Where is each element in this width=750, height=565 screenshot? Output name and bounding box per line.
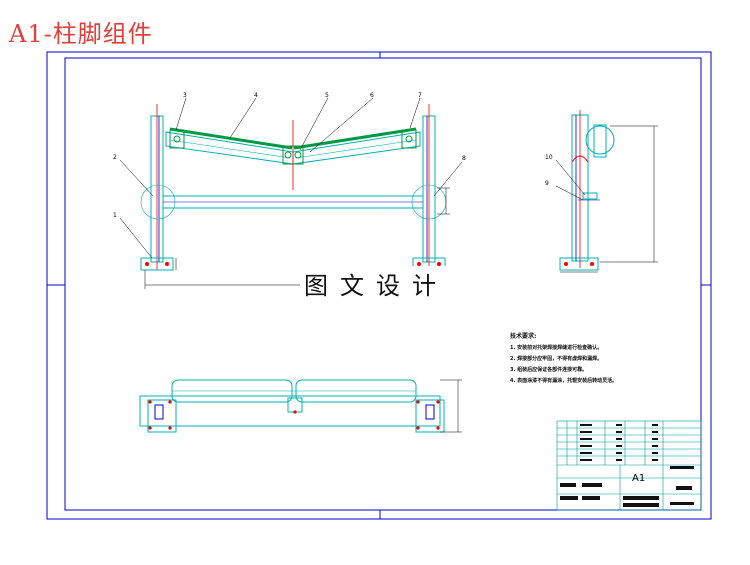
tech-req-heading: 技术要求:: [510, 333, 537, 340]
front-view: [119, 97, 463, 289]
tech-req-item: 2. 焊接部分应牢固，不得有虚焊和漏焊。: [510, 356, 603, 362]
callout-7: 7: [418, 92, 422, 99]
callout-1: 1: [113, 212, 117, 219]
drawing-code: A1: [632, 473, 646, 484]
technical-requirements: 技术要求: 1. 安装前对托架焊接焊缝进行检查确认。 2. 焊接部分应牢固，不得…: [510, 331, 690, 387]
callout-9: 9: [545, 180, 549, 187]
title-block-fills: [560, 424, 694, 507]
callout-8: 8: [462, 155, 466, 162]
callout-4: 4: [254, 92, 258, 99]
title-block: [556, 420, 702, 511]
inner-frame: [64, 57, 702, 511]
tech-req-item: 1. 安装前对托架焊接焊缝进行检查确认。: [510, 345, 603, 351]
callout-3: 3: [183, 92, 187, 99]
page-title: A1-柱脚组件: [9, 20, 153, 48]
callout-5: 5: [325, 92, 329, 99]
callout-6: 6: [370, 92, 374, 99]
side-view: [555, 110, 658, 273]
top-view: [139, 379, 462, 433]
callout-10: 10: [545, 154, 553, 161]
tech-req-item: 4. 表面涂漆不得有漏涂，托辊安装后转动灵活。: [510, 378, 618, 384]
callout-2: 2: [113, 154, 117, 161]
watermark-text: 图文设计: [300, 266, 452, 301]
tech-req-item: 3. 组装后应保证各部件连接可靠。: [510, 367, 588, 373]
